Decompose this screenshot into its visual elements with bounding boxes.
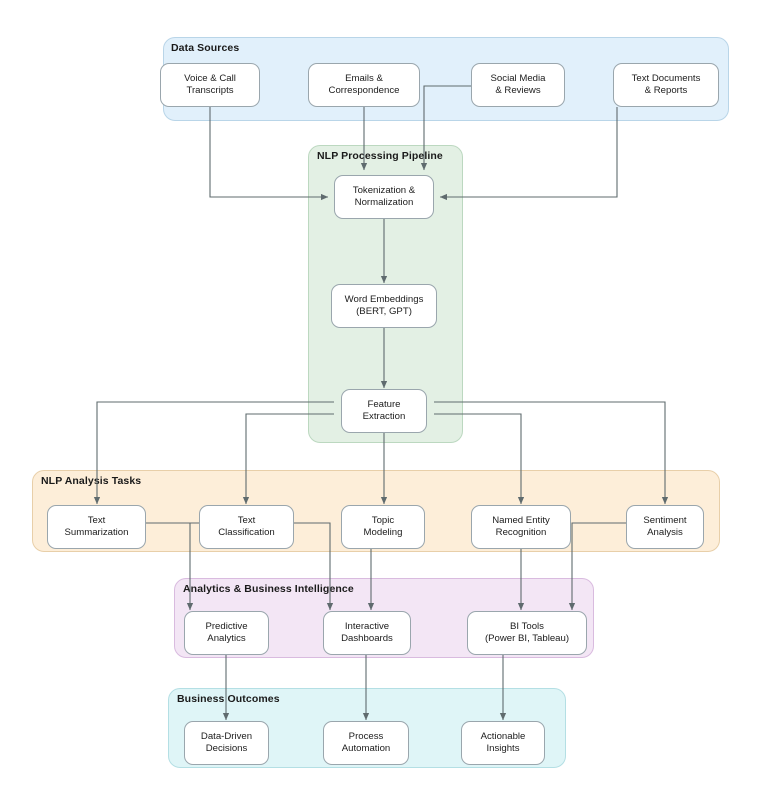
node-word-embeddings[interactable]: Word Embeddings(BERT, GPT) — [331, 284, 437, 328]
group-data-sources-title: Data Sources — [171, 42, 240, 54]
node-social-media-reviews[interactable]: Social Media& Reviews — [471, 63, 565, 107]
edge-social-to-tokenization — [420, 85, 471, 171]
node-sentiment-line1: Sentiment — [643, 514, 687, 526]
node-summarization-line2: Summarization — [64, 527, 129, 538]
group-analytics-bi-title: Analytics & Business Intelligence — [183, 583, 354, 595]
node-emails-line1: Emails & — [345, 72, 383, 84]
edge-documents-to-tokenization — [439, 107, 618, 201]
edge-feature-to-classification — [242, 413, 334, 505]
node-emails-line2: Correspondence — [328, 85, 400, 96]
edge-feature-to-sentiment — [434, 401, 669, 505]
node-text-documents-reports[interactable]: Text Documents& Reports — [613, 63, 719, 107]
edge-feature-to-ner — [434, 413, 525, 505]
node-embeddings-line2: (BERT, GPT) — [356, 306, 412, 317]
node-topic-line1: Topic — [371, 514, 395, 526]
node-automation-line1: Process — [348, 730, 384, 742]
group-analysis-tasks-title: NLP Analysis Tasks — [41, 475, 142, 487]
node-topic-line2: Modeling — [363, 527, 403, 538]
node-decisions-line2: Decisions — [205, 743, 248, 754]
node-feature-line2: Extraction — [362, 411, 406, 422]
node-predictive-line2: Analytics — [207, 633, 246, 644]
node-predictive-line1: Predictive — [205, 620, 248, 632]
node-insights-line2: Insights — [486, 743, 520, 754]
node-bi-tools-line2: (Power BI, Tableau) — [484, 633, 570, 644]
edge-sentiment-to-bi-tools — [568, 522, 626, 611]
node-dashboards-line2: Dashboards — [341, 633, 393, 644]
node-tokenization-line2: Normalization — [354, 197, 414, 208]
node-ner-line2: Recognition — [495, 527, 547, 538]
group-pipeline-title: NLP Processing Pipeline — [317, 150, 443, 162]
group-business-outcomes-title: Business Outcomes — [177, 693, 280, 705]
edge-feature-to-summarization — [93, 401, 334, 505]
node-automation-line2: Automation — [341, 743, 391, 754]
edge-classification-to-predictive — [186, 522, 199, 611]
node-ner-line1: Named Entity — [492, 514, 550, 526]
node-voice-call-line1: Voice & Call — [184, 72, 236, 84]
node-sentiment-line2: Analysis — [647, 527, 683, 538]
node-documents-line2: & Reports — [644, 85, 688, 96]
node-dashboards-line1: Interactive — [344, 620, 390, 632]
node-decisions-line1: Data-Driven — [200, 730, 253, 742]
node-bi-tools-line1: BI Tools — [510, 620, 544, 632]
node-feature-line1: Feature — [367, 398, 401, 410]
node-tokenization-line1: Tokenization & — [352, 184, 416, 196]
node-voice-call-line2: Transcripts — [186, 85, 234, 96]
node-emails-correspondence[interactable]: Emails &Correspondence — [308, 63, 420, 107]
node-embeddings-line1: Word Embeddings — [344, 293, 424, 305]
node-classification-line1: Text — [237, 514, 256, 526]
node-bi-tools[interactable]: BI Tools(Power BI, Tableau) — [467, 611, 587, 655]
node-classification-line2: Classification — [218, 527, 275, 538]
node-summarization-line1: Text — [87, 514, 106, 526]
node-documents-line1: Text Documents — [631, 72, 701, 84]
node-social-line1: Social Media — [490, 72, 546, 84]
node-insights-line1: Actionable — [480, 730, 526, 742]
node-tokenization-normalization[interactable]: Tokenization &Normalization — [334, 175, 434, 219]
edge-voice-call-to-tokenization — [209, 107, 329, 201]
node-social-line2: & Reviews — [495, 85, 541, 96]
